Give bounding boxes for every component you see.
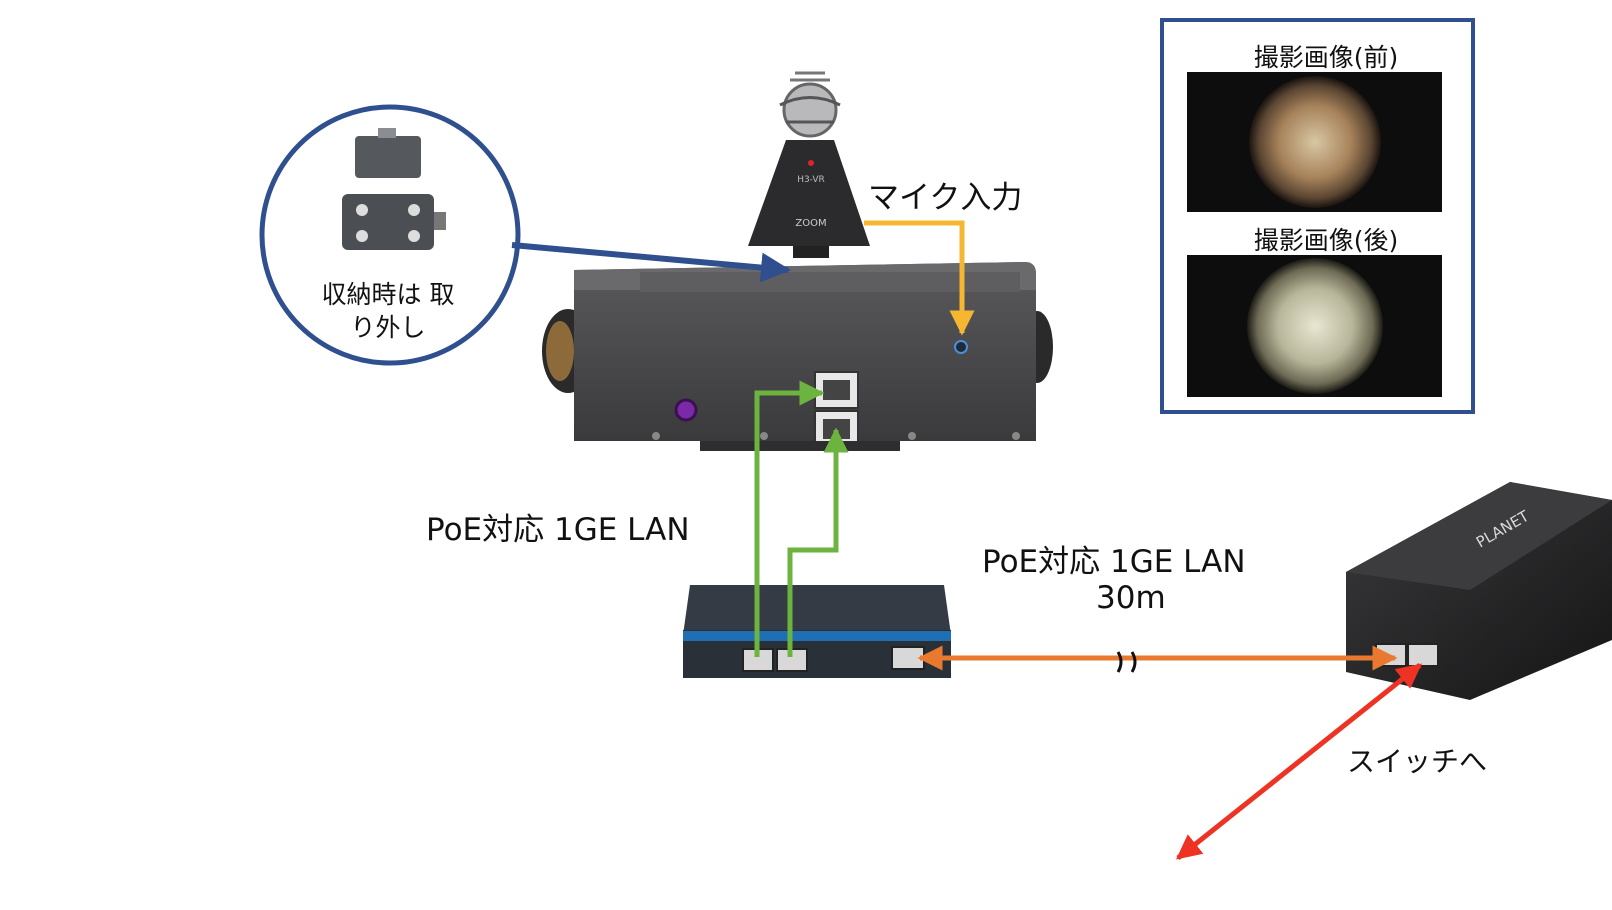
rear-fisheye-image [1247, 258, 1383, 394]
camera-top-panel [640, 272, 1020, 292]
injector-port-2-icon [1407, 643, 1439, 667]
camera-body [574, 262, 1036, 441]
recorder-mic-capsules [779, 96, 841, 124]
clamp-knob [434, 212, 446, 230]
front-image-title: 撮影画像(前) [1253, 43, 1399, 72]
clamp-hole [356, 230, 368, 242]
360-camera-unit [542, 262, 1053, 451]
switch-top [683, 585, 951, 635]
double-wave-break-icon [1116, 651, 1137, 673]
camera-screw-icon [908, 432, 916, 440]
switch-stripe [683, 631, 951, 641]
clamp-hole [356, 204, 368, 216]
recorder-brand-text: ZOOM [795, 218, 826, 229]
storage-note-label: 収納時は 取り外し [321, 280, 455, 342]
quick-release-plate-icon [355, 136, 421, 178]
clamp-hole [408, 230, 420, 242]
mic-input-jack-icon [954, 340, 968, 354]
lan-port-1-socket [823, 380, 850, 400]
poe-switch [683, 585, 951, 678]
to-switch-label: スイッチへ [1347, 745, 1488, 778]
camera-base [700, 441, 900, 451]
injector-top-face [1346, 482, 1612, 590]
quick-release-screw [378, 128, 396, 138]
camera-screw-icon [760, 432, 768, 440]
switch-uplink-port-icon [891, 646, 925, 670]
lan-cable-1 [754, 380, 825, 657]
captured-images-panel [1160, 18, 1475, 414]
quick-release-clamp-icon [342, 194, 434, 250]
uplink-lan-label: PoE対応 1GE LAN [982, 544, 1246, 580]
switch-connection-arrow [1176, 663, 1422, 860]
lan-cable-2 [787, 427, 849, 657]
camera-lan-label: PoE対応 1GE LAN [426, 512, 690, 548]
mic-input-label: マイク入力 [868, 180, 1023, 216]
recorder-mic-head [782, 82, 838, 138]
camera-screw-icon [1012, 432, 1020, 440]
camera-screw-icon [652, 432, 660, 440]
poe-injector: PLANET [1346, 482, 1612, 700]
callout-arrow [511, 242, 791, 283]
mic-cable-line [864, 220, 975, 336]
recorder-mount [793, 246, 829, 258]
recorder-body [748, 140, 870, 246]
recorder-model-text: H3-VR [797, 175, 825, 185]
injector-port-1-icon [1375, 643, 1407, 667]
power-button [674, 398, 698, 422]
cable-length-label: 30m [1096, 580, 1166, 616]
360-audio-recorder: H3-VR ZOOM [748, 71, 870, 258]
recorder-status-led [808, 160, 814, 166]
front-lens-glass [546, 321, 574, 381]
storage-callout [259, 104, 521, 366]
front-fisheye-image [1249, 76, 1381, 208]
rear-image-title: 撮影画像(後) [1253, 226, 1399, 255]
recorder-mic-cage-top [790, 71, 830, 82]
clamp-hole [408, 204, 420, 216]
